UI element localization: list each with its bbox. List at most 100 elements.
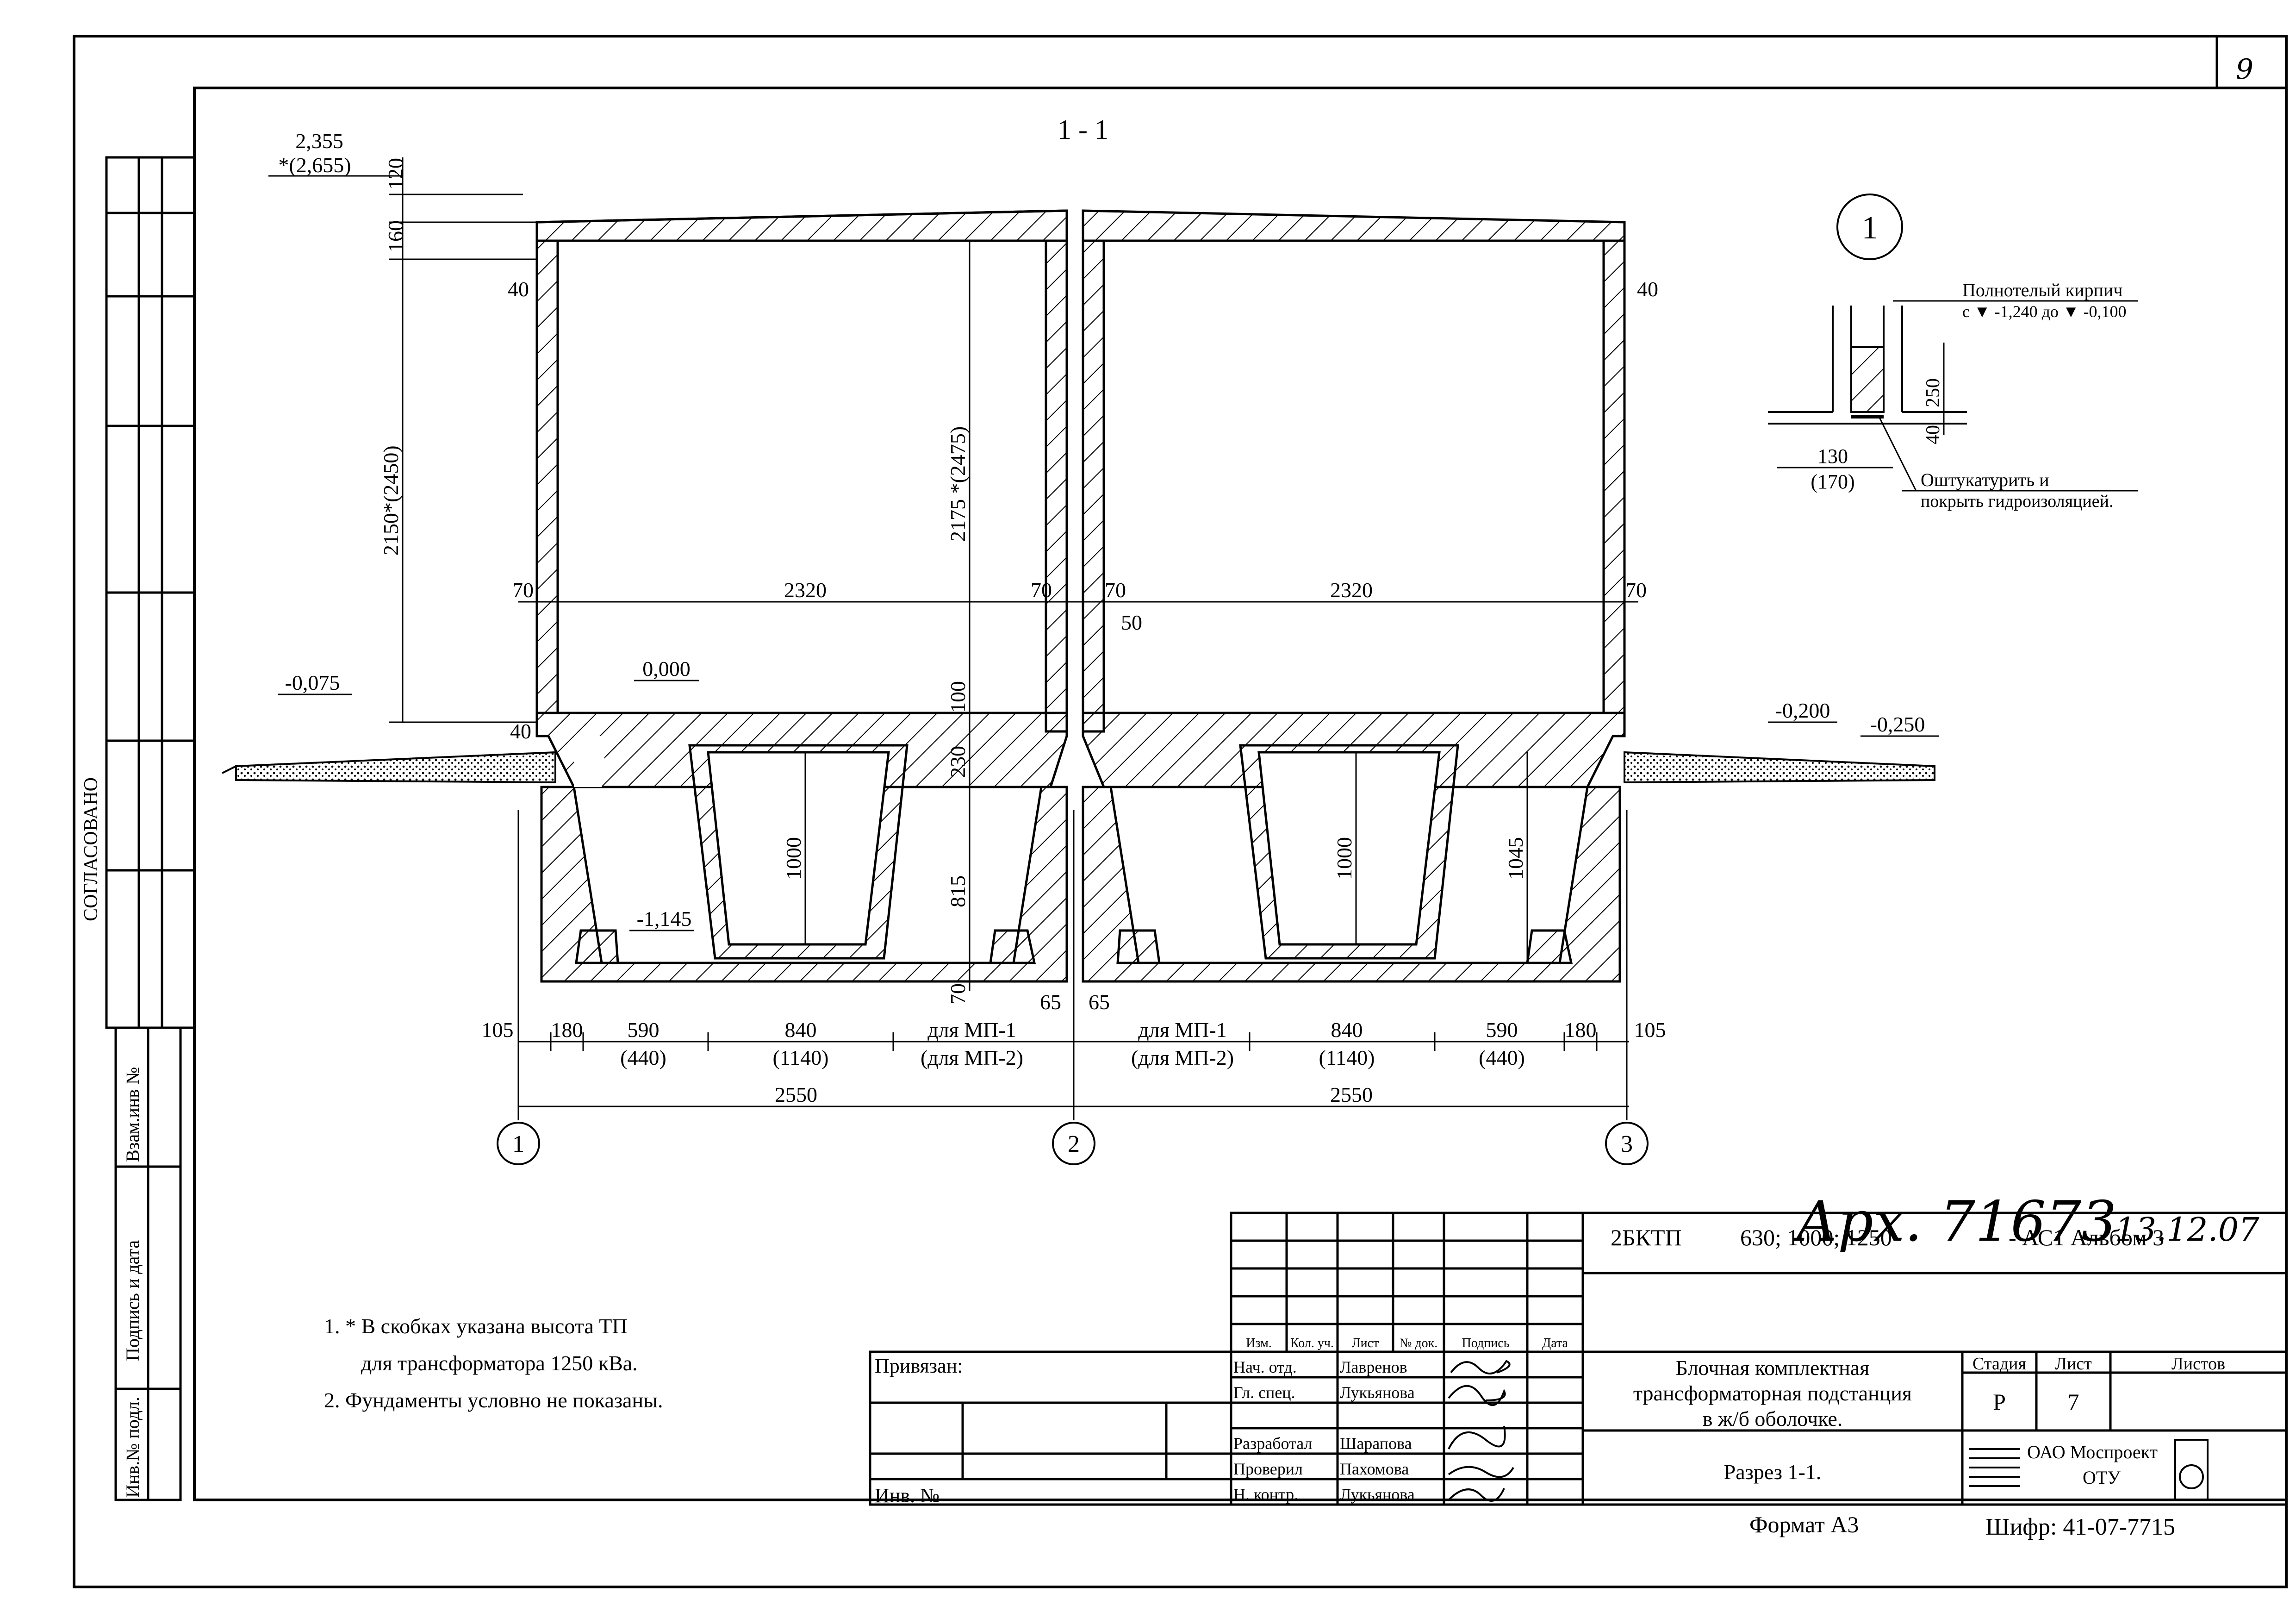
dim-180-a: 180: [551, 1018, 583, 1042]
col-izm: Изм.: [1246, 1336, 1272, 1350]
doc-title-l3: в ж/б оболочке.: [1703, 1407, 1843, 1430]
dim-70-c: 70: [1105, 578, 1126, 602]
dim-590-a: 590: [628, 1018, 660, 1042]
dim-815: 815: [946, 875, 970, 907]
org-l2: ОТУ: [2083, 1467, 2121, 1488]
role-3: Разработал: [1233, 1434, 1313, 1453]
org-logo-icon: [1969, 1439, 2209, 1501]
dim-440-a: (440): [620, 1046, 666, 1069]
name-5: Лукьянова: [1340, 1485, 1415, 1504]
podpis-label: Подпись и дата: [122, 1240, 143, 1361]
detail-d40: 40: [1923, 425, 1944, 444]
sheet-header: Лист: [2055, 1354, 2092, 1374]
dim-105-a: 105: [482, 1018, 514, 1042]
drawing-name: Разрез 1-1.: [1724, 1460, 1822, 1484]
dim-1000-b: 1000: [1332, 837, 1356, 880]
dim-mp2-a: (для МП-2): [921, 1046, 1023, 1069]
dim-2320-a: 2320: [784, 578, 827, 602]
dim-840-b: 840: [1331, 1018, 1363, 1042]
elevations: 2,355 *(2,655) -0,075 0,000 -1,145 -0,20…: [278, 129, 1925, 931]
name-1: Лавренов: [1340, 1358, 1407, 1376]
sheet-number: 9: [2236, 53, 2253, 86]
dim-65-b: 65: [1089, 990, 1110, 1014]
stamp-album: - АС1 Альбом 3: [2009, 1224, 2164, 1250]
dim-40-c: 40: [510, 719, 531, 743]
axis-circle-1: [497, 1122, 540, 1165]
detail-brick-l1: Полнотелый кирпич: [1962, 280, 2122, 300]
detail-marker-label: 1: [1862, 210, 1878, 246]
note-2: 2. Фундаменты условно не показаны.: [324, 1388, 663, 1412]
dim-70-e: 70: [946, 983, 970, 1005]
inv-podl-label: Инв.№ подл.: [122, 1397, 143, 1498]
axis-circle-2: [1052, 1122, 1095, 1165]
dim-1045: 1045: [1504, 837, 1527, 880]
dim-180-b: 180: [1565, 1018, 1597, 1042]
axis-markers: 1 2 3: [497, 1122, 1649, 1165]
title-block-text: 2БКТП 630; 1000; 1250 - АС1 Альбом 3 Изм…: [875, 1224, 2225, 1540]
dim-2550-b: 2550: [1330, 1083, 1373, 1106]
ground-right: [1624, 751, 1935, 784]
detail-marker-circle: [1836, 194, 1903, 260]
role-5: Н. контр.: [1233, 1485, 1298, 1504]
dimension-lines: [268, 157, 1939, 1120]
elev-pit: -1,145: [637, 907, 692, 931]
dim-50: 50: [1121, 611, 1142, 634]
vzam-inv-label: Взам.инв №: [122, 1067, 143, 1162]
axis-label-1: 1: [512, 1131, 524, 1157]
dim-230: 230: [946, 746, 970, 778]
role-2: Гл. спец.: [1233, 1383, 1295, 1402]
dim-1140-b: (1140): [1319, 1046, 1375, 1069]
ground-left: [222, 751, 556, 784]
stamp-code: 2БКТП: [1611, 1224, 1682, 1250]
dim-65-a: 65: [1040, 990, 1061, 1014]
arch-date: 13.12.07: [2115, 1211, 2259, 1249]
detail-brick-l2: с ▼ -1,240 до ▼ -0,100: [1962, 302, 2127, 321]
sheet-value: 7: [2068, 1389, 2079, 1415]
dim-70-b: 70: [1031, 578, 1052, 602]
detail-plaster-l1: Оштукатурить и: [1921, 469, 2049, 490]
org-l1: ОАО Моспроект: [2027, 1442, 2158, 1462]
dim-70-a: 70: [512, 578, 534, 602]
section-title: 1 - 1: [1058, 114, 1108, 145]
dim-105-b: 105: [1634, 1018, 1666, 1042]
elev-right-b: -0,250: [1870, 712, 1925, 736]
dim-840-a: 840: [785, 1018, 817, 1042]
note-1b: для трансформатора 1250 кВа.: [361, 1351, 638, 1375]
agreed-label: СОГЛАСОВАНО: [81, 777, 102, 921]
col-kol: Кол. уч.: [1290, 1336, 1334, 1350]
left-margin: [105, 88, 196, 1501]
col-podpis: Подпись: [1462, 1336, 1510, 1350]
col-data: Дата: [1542, 1336, 1568, 1350]
note-1a: 1. * В скобках указана высота ТП: [324, 1314, 628, 1338]
detail-d250: 250: [1923, 378, 1944, 407]
role-1: Нач. отд.: [1233, 1358, 1297, 1376]
format-label: Формат А3: [1749, 1512, 1859, 1537]
cipher-label: Шифр: 41-07-7715: [1985, 1514, 2175, 1540]
elev-right-a: -0,200: [1775, 699, 1830, 722]
dim-1000-a: 1000: [782, 837, 805, 880]
module-left: [535, 209, 1068, 983]
stage-header: Стадия: [1972, 1354, 2026, 1374]
dim-mp2-b: (для МП-2): [1131, 1046, 1234, 1069]
name-4: Пахомова: [1340, 1460, 1409, 1478]
elev-floor: 0,000: [642, 657, 691, 681]
detail-d170: (170): [1811, 470, 1854, 493]
dim-mp1-a: для МП-1: [927, 1018, 1016, 1042]
stage-value: Р: [1993, 1389, 2006, 1415]
dim-100: 100: [946, 681, 970, 713]
axis-circle-3: [1605, 1122, 1649, 1165]
privyazan-label: Привязан:: [875, 1355, 963, 1377]
role-4: Проверил: [1233, 1460, 1303, 1478]
dim-mid-height: 2175 *(2475): [946, 426, 970, 542]
dim-440-b: (440): [1479, 1046, 1525, 1069]
axis-label-2: 2: [1068, 1131, 1080, 1157]
elev-left: -0,075: [285, 671, 340, 694]
detail-plaster-l2: покрыть гидроизоляцией.: [1921, 492, 2113, 511]
name-3: Шарапова: [1340, 1434, 1412, 1453]
dimension-texts: 120 160 40 40 40 2150*(2450) 2175 *(2475…: [379, 158, 1666, 1106]
dim-40-b: 40: [1637, 277, 1658, 301]
dim-left-height: 2150*(2450): [379, 445, 403, 556]
detail-d130: 130: [1817, 445, 1848, 468]
dim-120: 120: [384, 158, 407, 190]
